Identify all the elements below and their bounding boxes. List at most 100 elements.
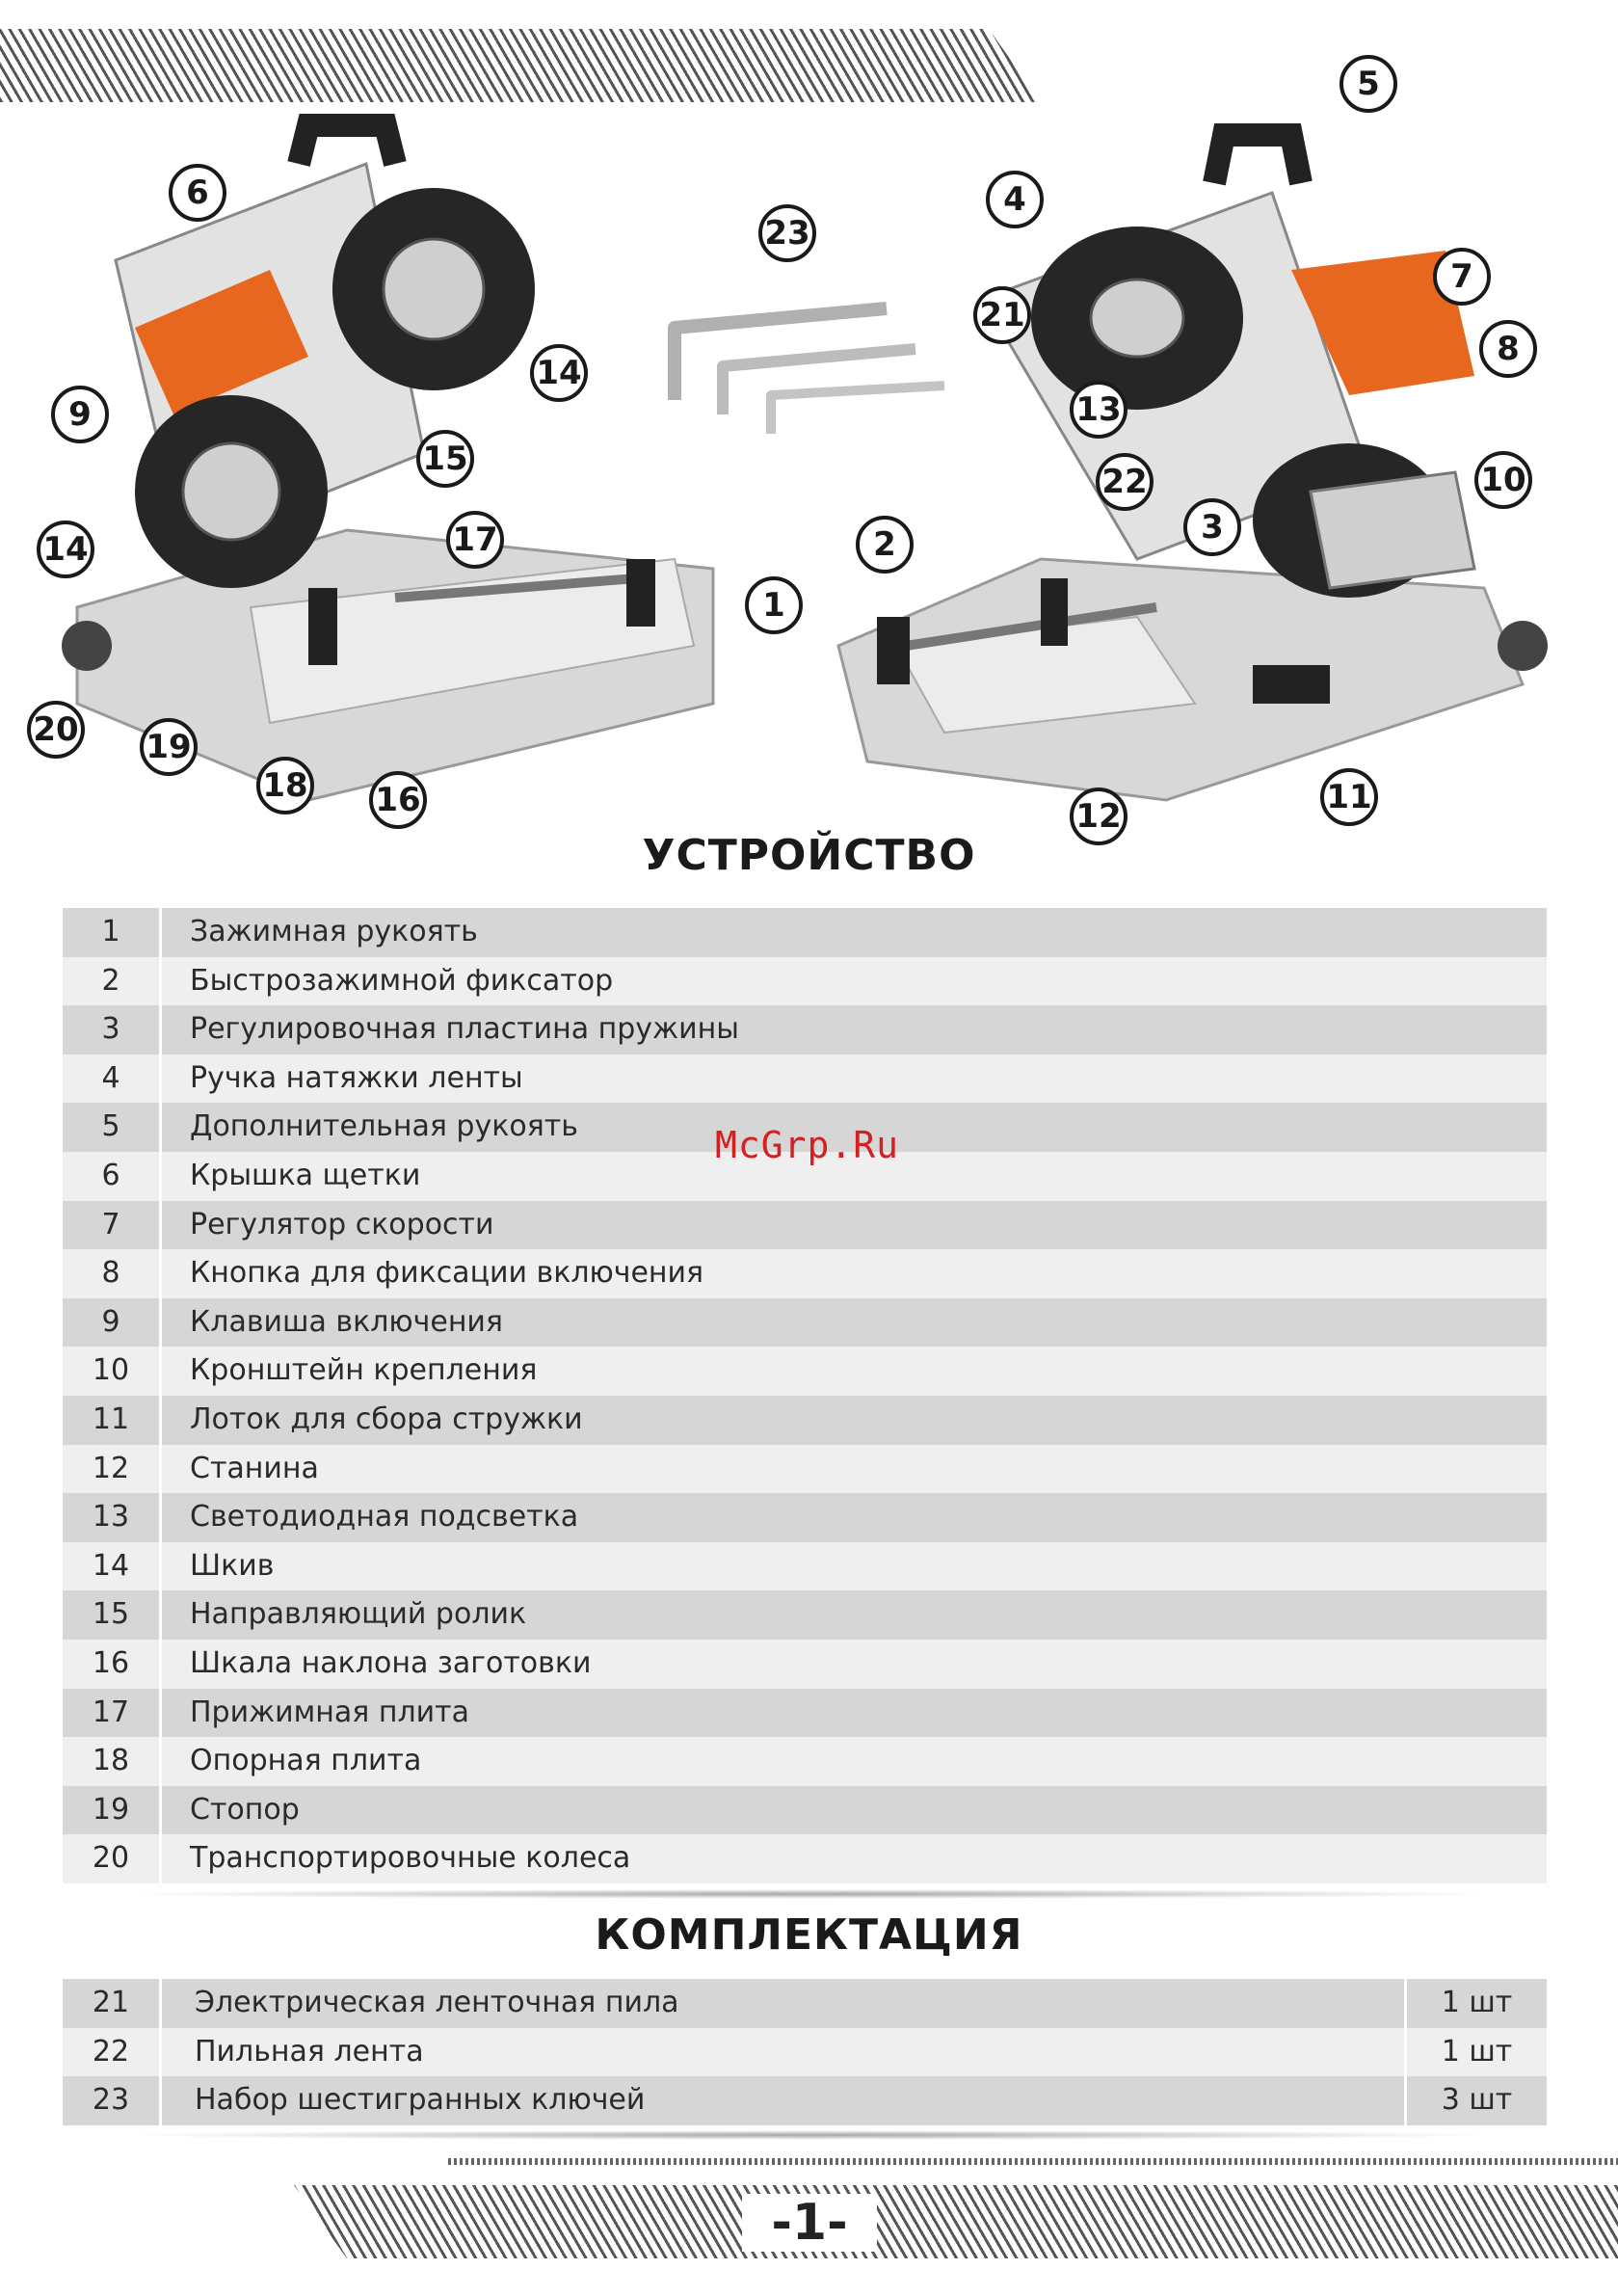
row-label: Станина xyxy=(190,1451,319,1485)
table-row: 16 Шкала наклона заготовки xyxy=(63,1639,1547,1689)
row-label: Крышка щетки xyxy=(190,1158,421,1192)
row-label: Лоток для сбора стружки xyxy=(190,1402,583,1436)
row-number: 8 xyxy=(101,1256,120,1291)
callout-20: 20 xyxy=(27,701,85,759)
row-number: 16 xyxy=(92,1645,130,1680)
table-row: 9 Клавиша включения xyxy=(63,1297,1547,1348)
row-number: 2 xyxy=(101,963,120,998)
row-label: Стопор xyxy=(190,1792,300,1827)
device-section-title: УСТРОЙСТВО xyxy=(642,831,976,880)
watermark-text: McGrp.Ru xyxy=(715,1124,900,1166)
table-row: 22 Пильная лента 1 шт xyxy=(63,2027,1547,2077)
kit-section-title: КОМПЛЕКТАЦИЯ xyxy=(595,1910,1023,1960)
callout-2: 2 xyxy=(856,516,914,574)
footer-hatch-decoration xyxy=(294,2185,1618,2258)
row-quantity: 1 шт xyxy=(1404,1979,1547,2028)
device-parts-table: 1 Зажимная рукоять 2 Быстрозажимной фиксат… xyxy=(63,908,1547,1883)
saw-figure-left xyxy=(19,106,752,858)
table-row: 12 Станина xyxy=(63,1444,1547,1494)
row-number: 22 xyxy=(92,2034,130,2069)
callout-1: 1 xyxy=(745,576,803,634)
kit-shadow-divider xyxy=(116,2130,1503,2140)
row-label: Направляющий ролик xyxy=(190,1597,527,1632)
row-label: Дополнительная рукоять xyxy=(190,1109,578,1144)
row-number: 7 xyxy=(101,1207,120,1241)
row-label: Кронштейн крепления xyxy=(190,1353,538,1388)
row-label: Шкала наклона заготовки xyxy=(190,1645,592,1680)
row-number: 6 xyxy=(101,1158,120,1192)
table-row: 5 Дополнительная рукоять xyxy=(63,1103,1547,1152)
row-number: 17 xyxy=(92,1695,130,1729)
saw-figure-right xyxy=(752,106,1580,858)
callout-7: 7 xyxy=(1433,248,1491,306)
row-number: 15 xyxy=(92,1597,130,1632)
row-number: 19 xyxy=(92,1792,130,1827)
row-quantity: 3 шт xyxy=(1404,2076,1547,2125)
row-label: Регулировочная пластина пружины xyxy=(190,1012,739,1047)
row-label: Зажимная рукоять xyxy=(190,915,478,948)
row-number: 1 xyxy=(101,915,120,948)
row-number: 12 xyxy=(92,1451,130,1485)
table-row: 8 Кнопка для фиксации включения xyxy=(63,1249,1547,1298)
callout-15: 15 xyxy=(416,430,474,488)
table-shadow-divider xyxy=(116,1889,1503,1899)
callout-9: 9 xyxy=(51,386,109,443)
row-number: 13 xyxy=(92,1500,130,1535)
callout-16: 16 xyxy=(369,771,427,829)
row-number: 23 xyxy=(92,2083,130,2118)
row-label: Набор шестигранных ключей xyxy=(195,2083,646,2118)
callout-19: 19 xyxy=(140,718,198,776)
callout-22: 22 xyxy=(1096,453,1154,511)
callout-10: 10 xyxy=(1474,451,1532,509)
hex-keys-figure xyxy=(655,289,964,463)
kit-items-table: 21 Электрическая ленточная пила 1 шт 22 Пил… xyxy=(63,1979,1547,2125)
callout-21: 21 xyxy=(973,286,1031,344)
row-number: 14 xyxy=(92,1548,130,1583)
saw-illustration-right xyxy=(836,123,1548,802)
row-label: Прижимная плита xyxy=(190,1695,469,1729)
callout-4: 4 xyxy=(986,171,1044,228)
table-row: 2 Быстрозажимной фиксатор xyxy=(63,956,1547,1006)
footer-dotted-line xyxy=(448,2158,1618,2165)
header-hatch-decoration xyxy=(0,29,1041,102)
row-label: Транспортировочные колеса xyxy=(190,1841,631,1876)
row-label: Опорная плита xyxy=(190,1744,422,1778)
table-row: 17 Прижимная плита xyxy=(63,1688,1547,1738)
table-row: 21 Электрическая ленточная пила 1 шт xyxy=(63,1979,1547,2028)
row-label: Светодиодная подсветка xyxy=(190,1500,579,1535)
table-row: 15 Направляющий ролик xyxy=(63,1590,1547,1640)
row-label: Электрическая ленточная пила xyxy=(195,1986,679,2019)
table-row: 14 Шкив xyxy=(63,1541,1547,1591)
callout-3: 3 xyxy=(1183,498,1241,556)
table-row: 19 Стопор xyxy=(63,1785,1547,1835)
callout-13: 13 xyxy=(1070,381,1127,439)
saw-illustration-left xyxy=(62,114,715,802)
row-number: 5 xyxy=(101,1109,120,1144)
table-row: 1 Зажимная рукоять xyxy=(63,908,1547,957)
row-number: 9 xyxy=(101,1304,120,1339)
page-number: -1- xyxy=(742,2194,877,2252)
table-row: 10 Кронштейн крепления xyxy=(63,1347,1547,1396)
row-number: 21 xyxy=(92,1986,130,2019)
table-row: 7 Регулятор скорости xyxy=(63,1200,1547,1250)
table-row: 20 Транспортировочные колеса xyxy=(63,1834,1547,1883)
table-row: 13 Светодиодная подсветка xyxy=(63,1493,1547,1542)
callout-18: 18 xyxy=(256,757,314,814)
row-label: Быстрозажимной фиксатор xyxy=(190,963,614,998)
row-label: Шкив xyxy=(190,1548,275,1583)
callout-14-upper: 14 xyxy=(530,344,588,402)
callout-5: 5 xyxy=(1339,55,1397,113)
row-number: 10 xyxy=(92,1353,130,1388)
row-quantity: 1 шт xyxy=(1404,2027,1547,2077)
row-number: 20 xyxy=(92,1841,130,1876)
row-label: Регулятор скорости xyxy=(190,1207,494,1241)
row-label: Клавиша включения xyxy=(190,1304,503,1339)
table-row: 23 Набор шестигранных ключей 3 шт xyxy=(63,2076,1547,2125)
row-label: Кнопка для фиксации включения xyxy=(190,1256,704,1291)
hex-keys-illustration xyxy=(668,302,945,434)
row-number: 4 xyxy=(101,1060,120,1095)
row-label: Пильная лента xyxy=(195,2034,424,2069)
